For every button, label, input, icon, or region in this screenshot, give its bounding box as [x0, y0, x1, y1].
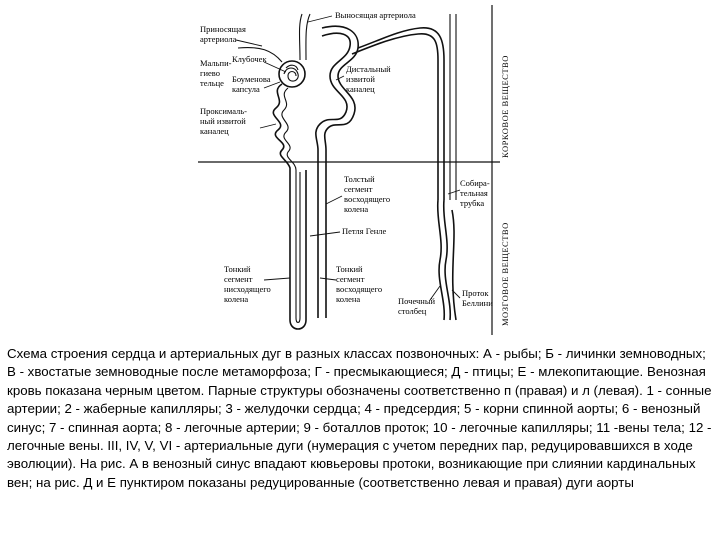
- label-thin-desc: Тонкий сегмент нисходящего колена: [224, 264, 273, 304]
- figure-caption: Схема строения сердца и артериальных дуг…: [7, 346, 712, 490]
- bowman-capsule: [278, 60, 306, 88]
- label-glomerulus: Клубочек: [232, 54, 267, 64]
- leader-distal: [335, 75, 345, 81]
- collecting-duct: [436, 199, 452, 321]
- proximal-tubule: [272, 83, 307, 330]
- label-collecting-tube: Собира- тельная трубка: [460, 178, 492, 208]
- label-efferent: Выносящая артериола: [335, 10, 416, 20]
- leader-bellini: [451, 289, 461, 299]
- label-distal: Дистальный извитой каналец: [346, 64, 393, 94]
- distal-tubule: [321, 25, 359, 318]
- label-thick: Толстый сегмент восходящего колена: [344, 174, 392, 214]
- glomerulus: [283, 64, 299, 82]
- leader-collecting: [447, 189, 461, 195]
- thick-ascending-limb: [315, 32, 351, 318]
- collecting-duct-upper: [449, 14, 457, 200]
- nephron-diagram: Приносящая артериола Выносящая артериола…: [198, 5, 510, 335]
- label-afferent: Приносящая артериола: [200, 24, 248, 44]
- leader-thin-desc: [263, 277, 291, 281]
- label-medulla: МОЗГОВОЕ ВЕЩЕСТВО: [500, 222, 510, 326]
- proximal-tubule-inner: [281, 87, 301, 324]
- efferent-arteriole: [298, 13, 311, 61]
- leader-thick: [325, 195, 343, 205]
- distal-connection: [351, 27, 445, 200]
- label-proximal: Проксималь- ный извитой каналец: [200, 106, 249, 136]
- leader-proximal: [259, 123, 277, 129]
- afferent-arteriole: [237, 46, 283, 63]
- label-henle: Петля Генле: [342, 226, 387, 236]
- label-bellini: Проток Беллини: [462, 288, 493, 308]
- label-renal-column: Почечный столбец: [398, 296, 437, 316]
- leader-glomerulus: [263, 61, 287, 73]
- leader-efferent: [307, 15, 333, 23]
- label-cortex: КОРКОВОЕ ВЕЩЕСТВО: [500, 55, 510, 158]
- leader-thin-asc: [319, 277, 337, 281]
- leader-henle: [309, 231, 341, 237]
- label-capsule: Боуменова капсула: [232, 74, 273, 94]
- leader-renal-column: [429, 285, 441, 301]
- label-thin-asc: Тонкий сегмент восходящего колена: [336, 264, 384, 304]
- leader-afferent: [235, 39, 263, 47]
- label-malpighian: Мальпи- гиево тельце: [200, 58, 234, 88]
- duct-of-bellini: [451, 209, 457, 321]
- leader-capsule: [263, 81, 281, 89]
